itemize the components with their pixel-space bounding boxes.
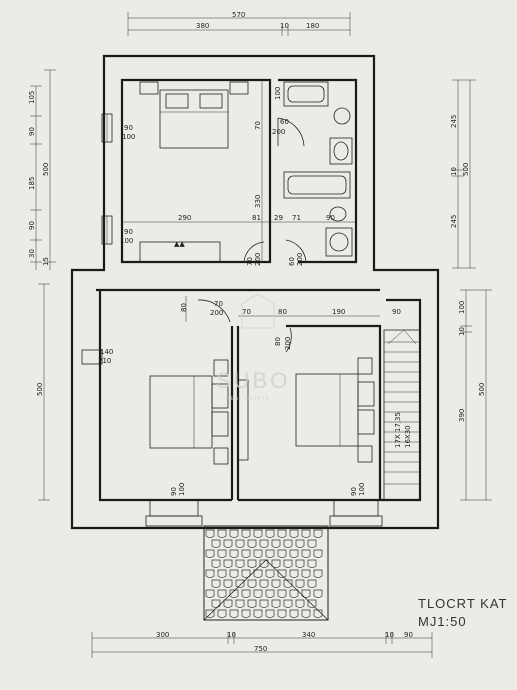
svg-text:200: 200 bbox=[296, 253, 304, 266]
double-bed-upper bbox=[139, 81, 249, 149]
svg-text:71: 71 bbox=[292, 214, 301, 222]
svg-text:70: 70 bbox=[254, 121, 262, 130]
dim-left-c: 500 bbox=[36, 383, 44, 396]
door-corridor-right: 80 200 bbox=[274, 327, 292, 353]
door-bath-lower: 60 200 bbox=[285, 239, 307, 266]
svg-text:100: 100 bbox=[178, 483, 186, 496]
roof-tiles bbox=[203, 525, 329, 621]
svg-text:70: 70 bbox=[246, 257, 254, 266]
dim-left-b1: 500 bbox=[42, 163, 50, 176]
dim-top-mid: 10 bbox=[280, 22, 289, 30]
dim-top-left: 380 bbox=[196, 22, 209, 30]
svg-text:200: 200 bbox=[254, 253, 262, 266]
window-bottom-left: 90 100 bbox=[145, 483, 203, 527]
dim-left-b2: 15 bbox=[42, 257, 50, 266]
double-bed-lower-right bbox=[295, 357, 375, 463]
drawing-title: TLOCRT KAT MJ1:50 bbox=[418, 596, 507, 629]
top-dimension-chain: 570 380 10 180 bbox=[127, 11, 351, 36]
left-dimension-chain: 105 90 185 90 30 500 15 500 bbox=[28, 69, 56, 501]
dim-left-a1: 105 bbox=[28, 91, 36, 104]
watermark: SUBO REAL ESTATE bbox=[216, 293, 290, 402]
svg-text:80: 80 bbox=[274, 337, 282, 346]
svg-text:90: 90 bbox=[392, 308, 401, 316]
dim-bottom-left: 300 bbox=[156, 631, 169, 639]
svg-text:80: 80 bbox=[180, 303, 188, 312]
bathroom-upper: 100 bbox=[274, 81, 353, 165]
svg-text:200: 200 bbox=[284, 337, 292, 350]
dim-right-c1: 100 bbox=[458, 301, 466, 314]
svg-text:29: 29 bbox=[274, 214, 283, 222]
svg-text:140: 140 bbox=[100, 348, 113, 356]
door-corridor-left: 70 200 bbox=[197, 299, 231, 323]
window-left-upper: 90 100 bbox=[101, 113, 135, 143]
svg-text:90: 90 bbox=[350, 487, 358, 496]
dim-left-a2: 90 bbox=[28, 127, 36, 136]
svg-text:100: 100 bbox=[122, 133, 135, 141]
svg-text:330: 330 bbox=[254, 195, 262, 208]
upper-interior-dims: 290 81 29 71 90 330 70 bbox=[122, 80, 356, 262]
svg-text:90: 90 bbox=[170, 487, 178, 496]
svg-text:90: 90 bbox=[326, 214, 335, 222]
svg-text:▲▲: ▲▲ bbox=[174, 240, 185, 248]
window-left-lower: 90 100 bbox=[101, 215, 133, 245]
stair-rise: 17X 17,35 bbox=[394, 412, 402, 448]
svg-text:100: 100 bbox=[274, 87, 282, 100]
dim-top-right: 180 bbox=[306, 22, 319, 30]
dim-left-a5: 30 bbox=[28, 249, 36, 258]
svg-text:70: 70 bbox=[214, 300, 223, 308]
title-line2: MJ1:50 bbox=[418, 614, 467, 629]
title-line1: TLOCRT KAT bbox=[418, 596, 507, 611]
svg-text:80: 80 bbox=[278, 308, 287, 316]
svg-text:90: 90 bbox=[124, 228, 133, 236]
dim-right-a1: 245 bbox=[450, 115, 458, 128]
door-bedroom-upper: 70 200 bbox=[243, 241, 265, 266]
dim-bottom-mid3: 10 bbox=[385, 631, 394, 639]
double-bed-lower-left bbox=[149, 359, 229, 465]
svg-text:290: 290 bbox=[178, 214, 191, 222]
window-left-ground: 140 210 bbox=[81, 348, 113, 365]
wardrobe-lower bbox=[237, 379, 249, 461]
dim-right-b: 500 bbox=[462, 163, 470, 176]
dim-right-c4: 500 bbox=[478, 383, 486, 396]
stair-run: 16X30 bbox=[404, 425, 412, 448]
svg-text:190: 190 bbox=[332, 308, 345, 316]
dim-left-a4: 90 bbox=[28, 221, 36, 230]
window-bottom-right: 90 100 bbox=[329, 483, 383, 527]
svg-text:60: 60 bbox=[280, 118, 289, 126]
staircase: 17X 17,35 16X30 bbox=[383, 329, 421, 501]
svg-text:100: 100 bbox=[358, 483, 366, 496]
dim-bottom-mid1: 10 bbox=[227, 631, 236, 639]
svg-text:210: 210 bbox=[98, 357, 111, 365]
dim-right-a3: 245 bbox=[450, 215, 458, 228]
dim-right-a2: 10 bbox=[450, 167, 458, 176]
dim-bottom-total: 750 bbox=[254, 645, 267, 653]
wardrobe-upper: ▲▲ bbox=[139, 240, 221, 263]
svg-text:100: 100 bbox=[120, 237, 133, 245]
svg-text:90: 90 bbox=[124, 124, 133, 132]
svg-text:70: 70 bbox=[242, 308, 251, 316]
bathroom-lower bbox=[283, 171, 353, 257]
bottom-dimension-chain: 300 10 340 10 90 750 bbox=[91, 631, 433, 658]
svg-text:81: 81 bbox=[252, 214, 261, 222]
corridor-dims: 80 70 80 190 90 bbox=[180, 296, 401, 322]
dim-right-c3: 390 bbox=[458, 409, 466, 422]
svg-text:200: 200 bbox=[210, 309, 223, 317]
right-dimension-chain: 245 10 245 500 100 10 390 500 bbox=[450, 79, 492, 501]
dim-right-c2: 10 bbox=[458, 327, 466, 336]
dim-bottom-mid2: 340 bbox=[302, 631, 315, 639]
watermark-tagline: REAL ESTATE bbox=[226, 396, 270, 402]
door-bath-upper: 60 200 bbox=[272, 117, 305, 147]
dim-top-total: 570 bbox=[232, 11, 245, 19]
watermark-brand: SUBO bbox=[216, 368, 290, 393]
svg-text:200: 200 bbox=[272, 128, 285, 136]
svg-text:60: 60 bbox=[288, 257, 296, 266]
dim-left-a3: 185 bbox=[28, 177, 36, 190]
dim-bottom-right: 90 bbox=[404, 631, 413, 639]
